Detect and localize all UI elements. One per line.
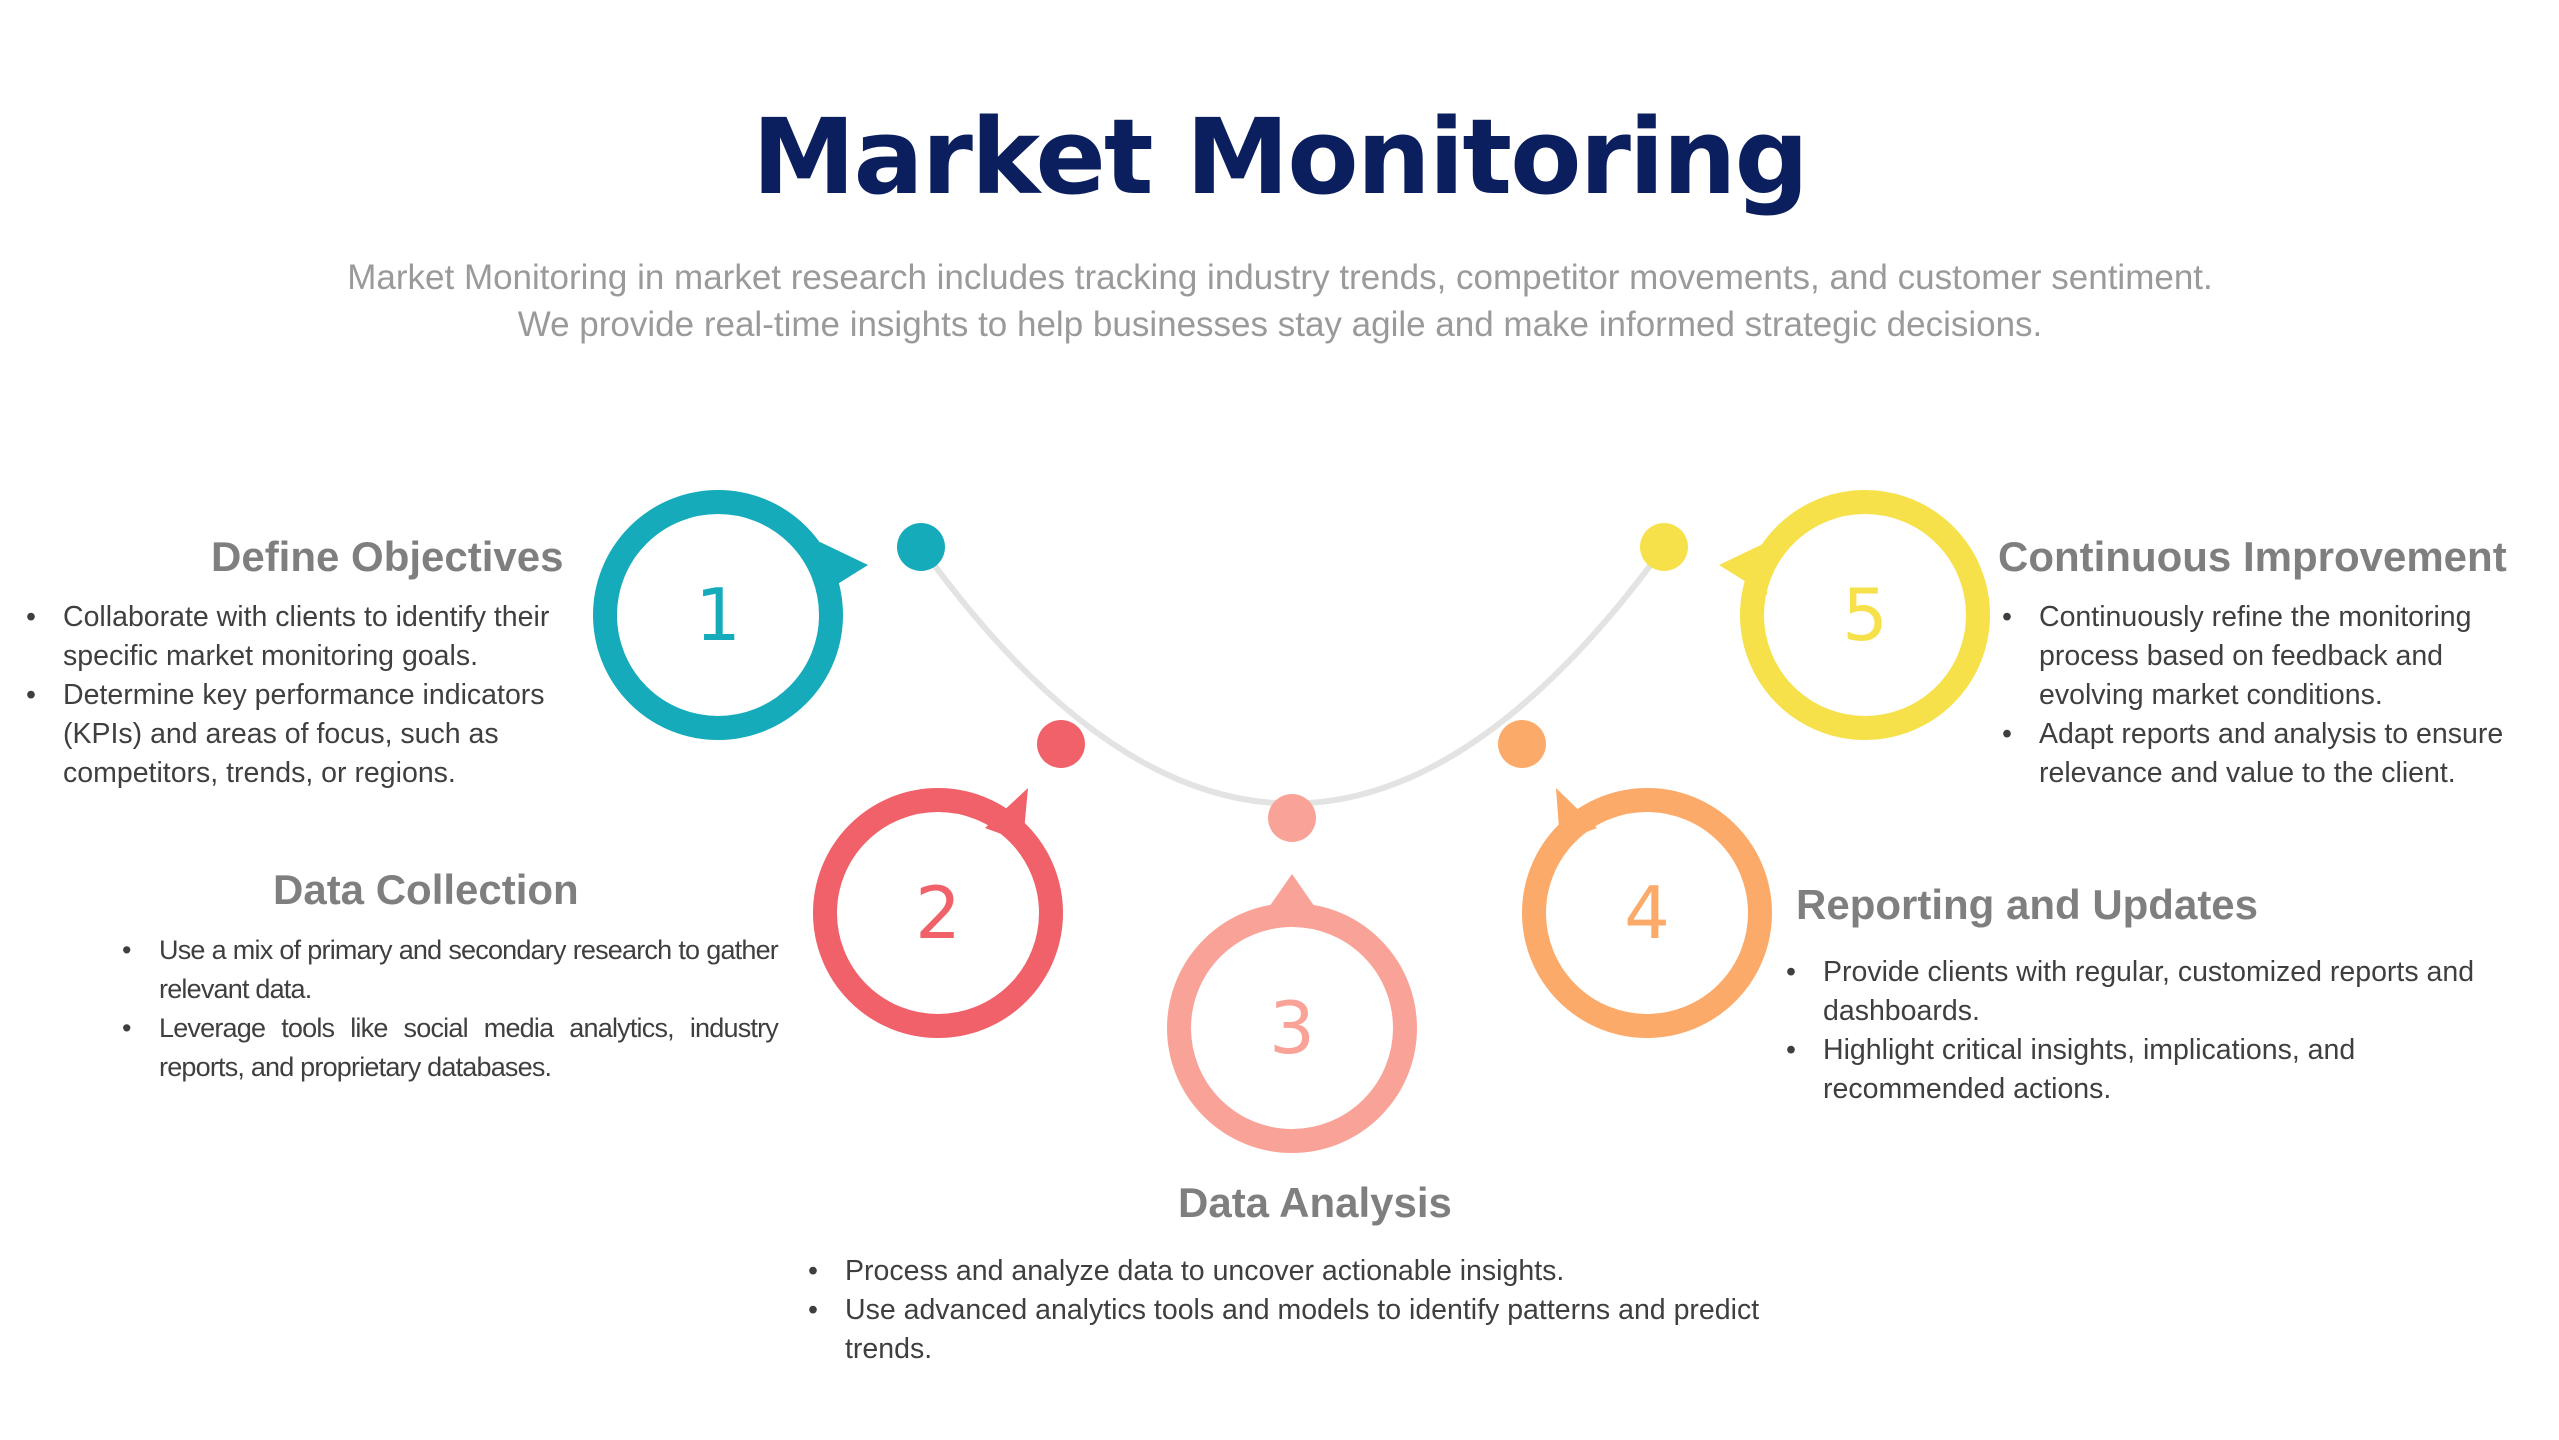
step-2-bullets: Use a mix of primary and secondary resea… (122, 931, 779, 1087)
step-5-ring (1740, 490, 1990, 740)
step-2-ring (813, 788, 1063, 1038)
connector-dot-3 (1268, 794, 1316, 842)
subtitle-line-1: Market Monitoring in market research inc… (347, 258, 2213, 297)
step-4-badge: 4 (1522, 788, 1772, 1038)
step-5-bullets: Continuously refine the monitoring proce… (2002, 598, 2542, 793)
step-3-number: 3 (1269, 986, 1315, 1070)
page-title: Market Monitoring (751, 96, 1809, 218)
connector-dot-1 (897, 523, 945, 571)
step-1-bullet-2: Determine key performance indicators (KP… (26, 676, 596, 793)
step-1-bullet-1: Collaborate with clients to identify the… (26, 598, 596, 676)
step-1-heading: Define Objectives (211, 533, 564, 580)
step-2-badge: 2 (813, 788, 1063, 1038)
step-5-number: 5 (1842, 573, 1888, 657)
step-3-bullet-2: Use advanced analytics tools and models … (808, 1291, 1818, 1369)
page-subtitle: Market Monitoring in market research inc… (200, 254, 2360, 348)
step-5-heading: Continuous Improvement (1998, 533, 2507, 580)
connector-dot-4 (1498, 720, 1546, 768)
step-3-badge: 3 (1167, 874, 1417, 1153)
step-3-bullet-1: Process and analyze data to uncover acti… (808, 1252, 1818, 1291)
step-4-bullet-1: Provide clients with regular, customized… (1786, 953, 2526, 1031)
step-1-badge: 1 (593, 490, 868, 740)
subtitle-line-2: We provide real-time insights to help bu… (517, 305, 2043, 344)
connector-dot-2 (1037, 720, 1085, 768)
connector-dot-5 (1640, 523, 1688, 571)
step-4-heading: Reporting and Updates (1796, 881, 2259, 928)
step-4-number: 4 (1624, 871, 1670, 955)
step-4-bullet-2: Highlight critical insights, implication… (1786, 1031, 2526, 1109)
step-3-pointer (1267, 874, 1317, 910)
step-2-bullet-1: Use a mix of primary and secondary resea… (122, 931, 779, 1009)
step-3-bullets: Process and analyze data to uncover acti… (808, 1252, 1818, 1369)
step-5-badge: 5 (1719, 490, 1990, 740)
step-1-bullets: Collaborate with clients to identify the… (26, 598, 596, 793)
step-1-ring (593, 490, 843, 740)
step-3-ring (1167, 903, 1417, 1153)
step-4-ring (1522, 788, 1772, 1038)
step-1-number: 1 (695, 573, 741, 657)
step-3-heading: Data Analysis (1178, 1179, 1452, 1226)
step-5-bullet-2: Adapt reports and analysis to ensure rel… (2002, 715, 2542, 793)
step-2-bullet-2: Leverage tools like social media analyti… (122, 1009, 779, 1087)
connector-arc (918, 545, 1667, 807)
step-5-bullet-1: Continuously refine the monitoring proce… (2002, 598, 2542, 715)
step-4-bullets: Provide clients with regular, customized… (1786, 953, 2526, 1109)
step-2-number: 2 (915, 871, 961, 955)
step-2-heading: Data Collection (273, 866, 579, 913)
